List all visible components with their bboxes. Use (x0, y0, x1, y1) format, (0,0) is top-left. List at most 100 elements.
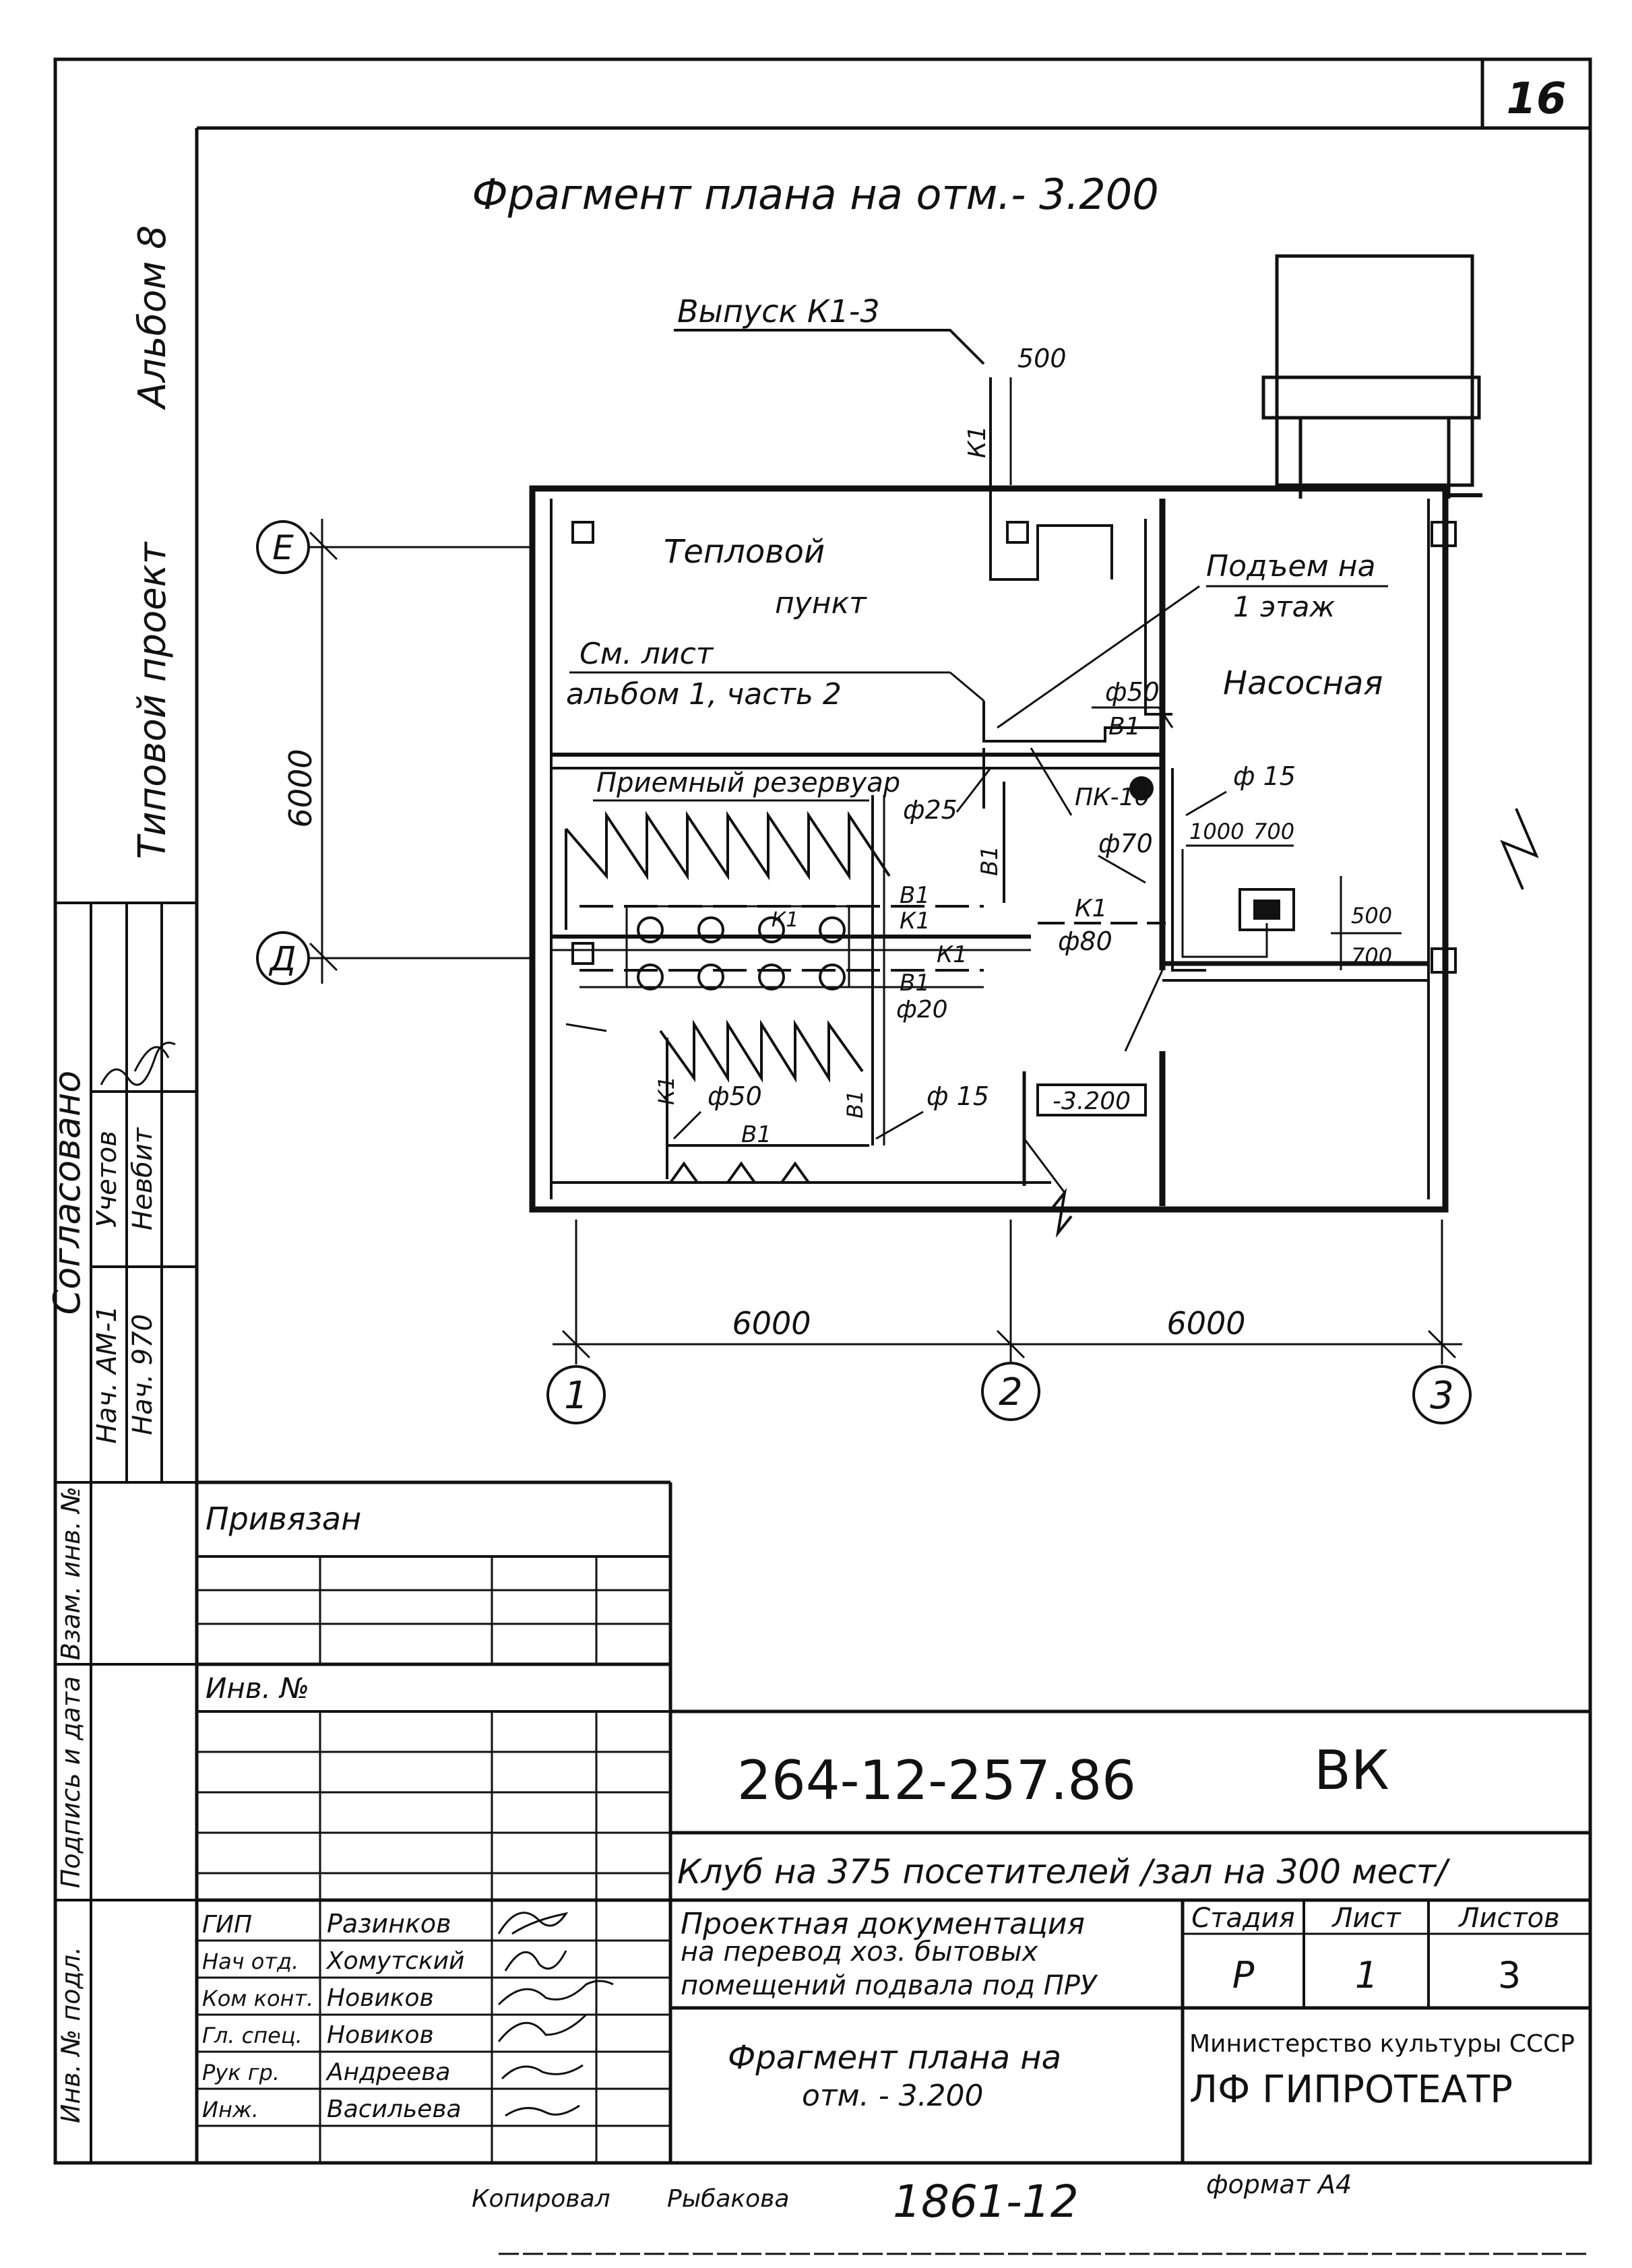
podem-line1: Подъем на (1206, 549, 1376, 584)
axis-2-bubble (981, 1362, 1040, 1421)
b1-bottom: В1 (741, 1121, 772, 1148)
pump-valve (1129, 776, 1154, 800)
stamp-doc-line1: Проектная документация (681, 1907, 1085, 1941)
k1-a: К1 (900, 908, 931, 935)
building-outline (529, 485, 1449, 1213)
room-teplovoy: Тепловой (664, 533, 825, 571)
outer-frame (53, 57, 1592, 2165)
stamp-sheets-val: 3 (1498, 1954, 1521, 1996)
stamp-stage-val: Р (1232, 1954, 1255, 1996)
b1-right-lower: В1 (842, 1090, 868, 1119)
person-name: Хомутский (325, 1947, 464, 1975)
reservoir-label: Приемный резервуар (596, 767, 900, 798)
b1-a: В1 (900, 882, 930, 909)
pump-unit (1238, 888, 1295, 931)
dim-6000-vertical: 6000 (282, 749, 319, 827)
side-agreed: Согласовано (46, 1071, 88, 1315)
person-name: Разинков (327, 1909, 451, 1939)
d20: ф20 (896, 996, 948, 1023)
stamp-frag-line1: Фрагмент плана на (728, 2039, 1061, 2077)
level-mark: -3.200 (1053, 1088, 1131, 1115)
pk10: ПК-10 (1075, 784, 1150, 811)
b1-vert: В1 (976, 846, 1003, 876)
stamp-inv-no: Инв. № (206, 1672, 309, 1705)
stamp-club: Клуб на 375 посетителей /зал на 300 мест… (677, 1852, 1451, 1891)
d70: ф70 (1098, 829, 1153, 858)
reservoir-zigzag-top (565, 811, 891, 881)
side-project-type: Типовой проект (131, 541, 175, 859)
axis-1-bubble (546, 1365, 606, 1424)
axis-1-label: 1 (564, 1374, 588, 1418)
stamp-org: ЛФ ГИПРОТЕАТР (1189, 2068, 1513, 2112)
side-nach-am: Нач. АМ-1 (92, 1305, 123, 1443)
side-vzam-inv: Взам. инв. № (56, 1486, 86, 1660)
person-role: Нач отд. (202, 1949, 299, 1974)
k1-b: К1 (937, 941, 968, 968)
d15-right: ф 15 (1233, 761, 1296, 791)
stamp-sheets-hdr: Листов (1457, 1903, 1559, 1934)
dim-700-top: 700 (1253, 819, 1294, 844)
axis-E-label: Е (272, 528, 294, 567)
stamp-sheet-hdr: Лист (1331, 1903, 1402, 1934)
stamp-code: 264-12-257.86 (737, 1749, 1136, 1812)
signatures (497, 1912, 614, 2117)
axis-3-label: 3 (1430, 1374, 1454, 1418)
stamp-frag-line2: отм. - 3.200 (802, 2079, 984, 2113)
see-sheet-line1: См. лист (579, 637, 714, 671)
stamp-stage-hdr: Стадия (1191, 1903, 1294, 1934)
sheet-number-box (1480, 57, 1592, 130)
d80: ф80 (1058, 926, 1112, 956)
stamp-mark: ВК (1314, 1739, 1389, 1802)
d50-bottom: ф50 (708, 1081, 762, 1111)
footer-copied: Копировал (472, 2185, 610, 2213)
side-uchetov: Учетов (92, 1131, 123, 1228)
person-role: Инж. (202, 2097, 259, 2122)
k1-inner: К1 (772, 908, 798, 932)
person-role: ГИП (202, 1911, 252, 1939)
exit-block (1275, 254, 1474, 487)
stamp-doc-line2: на перевод хоз. бытовых (681, 1936, 1038, 1967)
person-role: Рук гр. (202, 2060, 280, 2085)
person-role: Гл. спец. (202, 2023, 303, 2048)
pump-row (637, 916, 846, 990)
side-album: Альбом 8 (131, 225, 175, 410)
person-name: Андреева (325, 2058, 450, 2086)
side-nevbit: Невбит (127, 1127, 158, 1230)
b1-b: В1 (900, 970, 930, 997)
k1-left: К1 (654, 1076, 679, 1105)
person-name: Новиков (327, 1984, 434, 2012)
person-name: Новиков (327, 2021, 434, 2049)
side-inv-podl: Инв. № подл. (56, 1947, 86, 2123)
footer-copier: Рыбакова (667, 2185, 789, 2213)
k1-mid: К1 (1075, 895, 1107, 922)
footer-format: формат А4 (1206, 2170, 1352, 2199)
person-name: Васильева (327, 2096, 462, 2123)
dim-700-right: 700 (1351, 943, 1392, 969)
side-podpis-data: Подпись и дата (56, 1676, 86, 1889)
room-nasosnaya: Насосная (1223, 664, 1383, 702)
see-sheet-line2: альбом 1, часть 2 (566, 677, 842, 712)
reservoir-zigzag-bottom (659, 1019, 864, 1083)
room-punkt: пункт (775, 586, 867, 621)
plan-title: Фрагмент плана на отм.- 3.200 (472, 170, 1158, 219)
footer-number: 1861-12 (893, 2176, 1079, 2228)
axis-3-bubble (1412, 1365, 1472, 1424)
dim-500-right: 500 (1351, 903, 1392, 928)
d25: ф25 (903, 795, 958, 825)
person-role: Ком конт. (202, 1986, 313, 2011)
d50-top: ф50 (1105, 677, 1160, 707)
dim-6000-left: 6000 (732, 1305, 811, 1342)
dim-6000-right: 6000 (1166, 1305, 1245, 1342)
sheet-number: 16 (1506, 74, 1566, 124)
dim-1000: 1000 (1189, 819, 1244, 844)
side-nach-970: Нач. 970 (127, 1314, 158, 1435)
signature-agreed (100, 1042, 176, 1086)
k1-vertical-label: К1 (964, 426, 991, 458)
outlet-label: Выпуск К1-3 (677, 293, 880, 329)
level-box (1036, 1083, 1147, 1116)
axis-D-label: Д (268, 939, 296, 978)
drain-funnels (668, 1161, 811, 1184)
stamp-ministry: Министерство культуры СССР (1189, 2030, 1575, 2058)
axis-2-label: 2 (999, 1371, 1023, 1414)
